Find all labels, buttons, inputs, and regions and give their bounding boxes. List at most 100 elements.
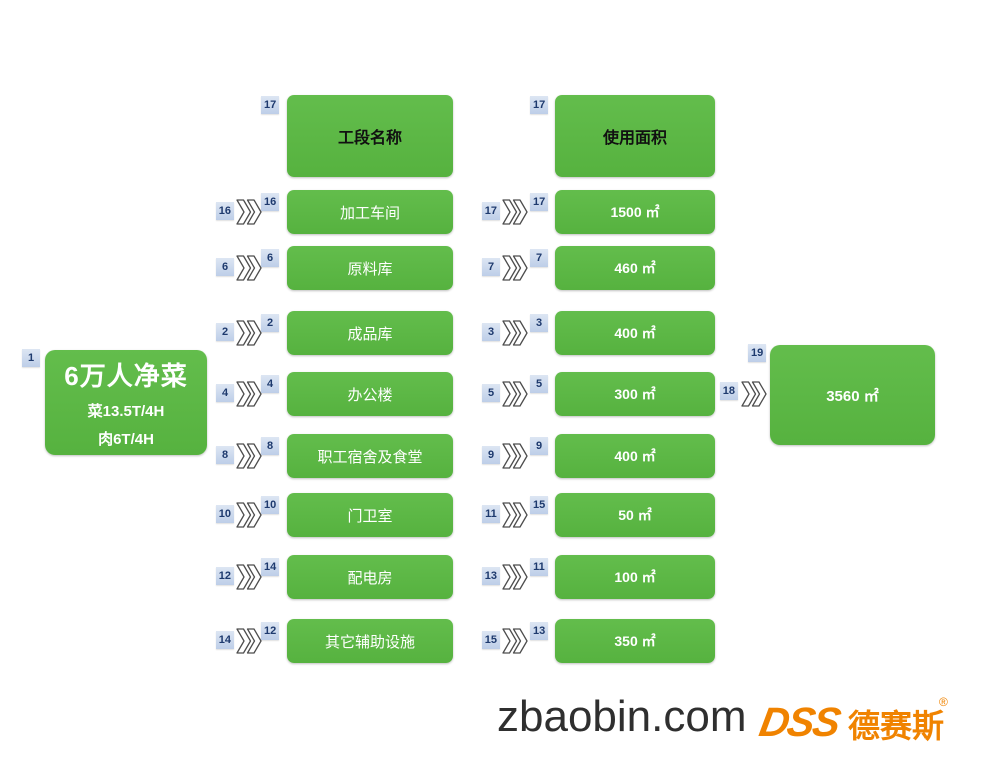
area-row: 7 7 460 ㎡ <box>466 246 715 290</box>
corner-badge: 2 <box>261 314 279 332</box>
section-box: 成品库 <box>287 311 453 355</box>
dss-logo-mark: DSS <box>756 699 843 745</box>
double-chevron-icon <box>236 320 262 346</box>
corner-badge: 7 <box>530 249 548 267</box>
section-label: 办公楼 <box>347 387 393 404</box>
section-box: 办公楼 <box>287 372 453 416</box>
area-value: 50 ㎡ <box>618 507 652 523</box>
corner-badge: 19 <box>748 344 767 362</box>
section-label: 职工宿舍及食堂 <box>317 449 423 466</box>
corner-badge: 9 <box>530 437 548 455</box>
outer-badge: 14 <box>215 631 234 649</box>
section-row: 10 10 门卫室 <box>200 493 453 537</box>
double-chevron-icon <box>236 502 262 528</box>
total-area-value: 3560 ㎡ <box>826 387 879 405</box>
source-text-group: 6万人净菜 菜13.5T/4H 肉6T/4H <box>64 356 187 449</box>
total-area-box: 3560 ㎡ <box>770 345 935 445</box>
section-label: 成品库 <box>347 326 393 343</box>
corner-badge: 13 <box>530 622 549 640</box>
corner-badge: 8 <box>261 437 279 455</box>
source-line1: 菜13.5T/4H <box>87 403 165 420</box>
section-label: 原料库 <box>347 261 393 278</box>
section-row: 8 8 职工宿舍及食堂 <box>200 434 453 478</box>
area-value: 300 ㎡ <box>614 386 656 402</box>
outer-badge: 17 <box>481 202 500 220</box>
section-label: 加工车间 <box>339 205 400 222</box>
outer-badge: 2 <box>216 323 234 341</box>
corner-badge: 1 <box>22 349 40 367</box>
area-box: 400 ㎡ <box>555 434 715 478</box>
section-box: 原料库 <box>287 246 453 290</box>
corner-badge: 12 <box>261 622 280 640</box>
double-chevron-icon <box>502 443 528 469</box>
area-box: 50 ㎡ <box>555 493 715 537</box>
double-chevron-icon <box>502 199 528 225</box>
registered-mark-icon: ® <box>939 695 948 709</box>
outer-badge: 4 <box>216 384 234 402</box>
area-box: 400 ㎡ <box>555 311 715 355</box>
area-value: 400 ㎡ <box>614 448 656 464</box>
corner-badge: 17 <box>530 193 549 211</box>
area-value: 100 ㎡ <box>614 569 656 585</box>
corner-badge: 14 <box>261 558 280 576</box>
area-row: 13 11 100 ㎡ <box>466 555 715 599</box>
double-chevron-icon <box>741 381 767 407</box>
section-box: 其它辅助设施 <box>287 619 453 663</box>
corner-badge: 11 <box>530 558 548 576</box>
area-box: 1500 ㎡ <box>555 190 715 234</box>
double-chevron-icon <box>236 255 262 281</box>
area-value: 460 ㎡ <box>614 260 656 276</box>
area-row: 9 9 400 ㎡ <box>466 434 715 478</box>
corner-badge: 16 <box>261 193 280 211</box>
header-label: 工段名称 <box>337 130 402 147</box>
area-value: 350 ㎡ <box>614 633 656 649</box>
outer-badge: 10 <box>215 505 234 523</box>
corner-badge: 4 <box>261 375 279 393</box>
section-name-header: 工段名称 <box>287 95 453 177</box>
double-chevron-icon <box>236 199 262 225</box>
source-capacity-box: 6万人净菜 菜13.5T/4H 肉6T/4H <box>45 350 207 455</box>
outer-badge: 5 <box>482 384 500 402</box>
double-chevron-icon <box>502 564 528 590</box>
corner-badge: 17 <box>261 96 280 114</box>
double-chevron-icon <box>502 320 528 346</box>
corner-badge: 17 <box>530 96 549 114</box>
section-row: 2 2 成品库 <box>200 311 453 355</box>
area-row: 3 3 400 ㎡ <box>466 311 715 355</box>
double-chevron-icon <box>502 255 528 281</box>
area-box: 300 ㎡ <box>555 372 715 416</box>
area-value: 1500 ㎡ <box>610 204 660 220</box>
outer-badge: 7 <box>482 258 500 276</box>
section-row: 12 14 配电房 <box>200 555 453 599</box>
section-row: 14 12 其它辅助设施 <box>200 619 453 663</box>
section-label: 配电房 <box>347 570 393 587</box>
area-value: 400 ㎡ <box>614 325 656 341</box>
double-chevron-icon <box>502 628 528 654</box>
area-box: 100 ㎡ <box>555 555 715 599</box>
section-box: 门卫室 <box>287 493 453 537</box>
outer-badge: 3 <box>482 323 500 341</box>
outer-badge: 18 <box>719 382 738 400</box>
watermark-text: zbaobin.com <box>497 692 747 741</box>
outer-badge: 11 <box>482 505 500 523</box>
double-chevron-icon <box>502 502 528 528</box>
area-row: 11 15 50 ㎡ <box>466 493 715 537</box>
section-label: 门卫室 <box>347 508 393 525</box>
section-box: 职工宿舍及食堂 <box>287 434 453 478</box>
area-box: 350 ㎡ <box>555 619 715 663</box>
section-row: 16 16 加工车间 <box>200 190 453 234</box>
section-label: 其它辅助设施 <box>324 634 415 651</box>
outer-badge: 8 <box>216 446 234 464</box>
corner-badge: 3 <box>530 314 548 332</box>
corner-badge: 15 <box>530 496 549 514</box>
double-chevron-icon <box>236 381 262 407</box>
section-row: 4 4 办公楼 <box>200 372 453 416</box>
corner-badge: 6 <box>261 249 279 267</box>
corner-badge: 10 <box>261 496 280 514</box>
area-row: 15 13 350 ㎡ <box>466 619 715 663</box>
header-label: 使用面积 <box>602 130 667 147</box>
corner-badge: 5 <box>530 375 548 393</box>
outer-badge: 12 <box>215 567 234 585</box>
outer-badge: 6 <box>216 258 234 276</box>
